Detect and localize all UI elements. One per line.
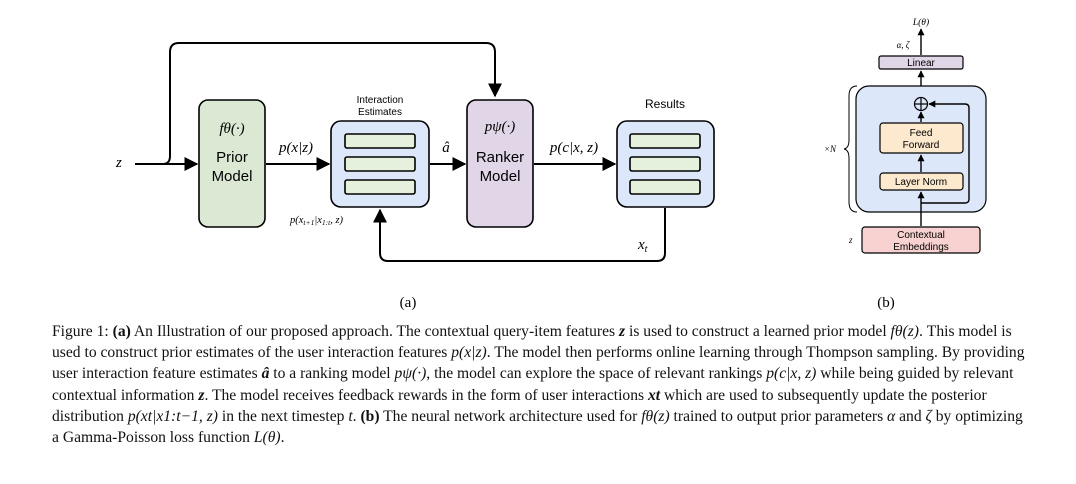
z-input-label: z xyxy=(115,155,122,171)
caption-text: . The model then performs online learnin… xyxy=(52,344,1025,383)
layer-norm-label: Layer Norm xyxy=(895,177,947,188)
caption-text: which are used to subsequently update th… xyxy=(52,386,987,425)
contextual-embeddings-box xyxy=(861,226,981,254)
result-row-1 xyxy=(629,133,701,149)
p-x-given-z-label: p(x|z) xyxy=(278,140,313,156)
caption-var: ζ xyxy=(925,407,932,425)
caption-text: to a ranking model xyxy=(269,365,395,383)
linear-label: Linear xyxy=(907,58,935,69)
caption-text: by optimizing a Gamma-Poisson loss funct… xyxy=(52,407,1023,447)
estimate-row-1 xyxy=(344,133,416,149)
caption-var: pψ(·) xyxy=(394,365,427,383)
caption-text: trained to output prior parameters xyxy=(669,407,888,425)
ranker-label-line2: Model xyxy=(480,168,521,185)
caption-var: â xyxy=(261,365,270,383)
repeat-brace xyxy=(843,85,858,213)
caption-var: xt xyxy=(647,386,661,404)
caption-text: , the model can explore the space of rel… xyxy=(426,365,767,383)
figure-diagram: z fθ(·) Prior Model p(x|z) Interaction E… xyxy=(115,17,987,311)
panel-b: L(θ) α, ζ Linear ×N Feed Forward Layer N… xyxy=(824,17,987,311)
a-hat-label: â xyxy=(442,140,450,156)
caption-text: . This model is used to construct prior … xyxy=(52,323,1012,362)
caption-var: p(xt|x1:t−1, z) xyxy=(127,407,218,425)
params-label: α, ζ xyxy=(897,40,911,50)
ranker-model-box xyxy=(466,99,534,228)
ranker-label-line1: Ranker xyxy=(476,149,524,166)
result-row-3 xyxy=(629,179,701,195)
caption-var: p(x|z) xyxy=(451,344,487,362)
caption-text: while being guided by relevant contextua… xyxy=(52,365,1014,404)
linear-box xyxy=(878,55,964,70)
z-input-label-b: z xyxy=(848,235,853,245)
caption-text: . The model receives feedback rewards in… xyxy=(204,386,648,404)
x-t-label: xt xyxy=(637,237,648,255)
caption-text: in the next timestep xyxy=(217,407,349,425)
caption-fig-label: Figure 1: xyxy=(52,323,109,340)
ctx-line2: Embeddings xyxy=(893,242,949,253)
interaction-label-line1: Interaction xyxy=(357,95,404,106)
caption-var: p(c|x, z) xyxy=(766,365,817,383)
caption-var: z xyxy=(619,323,626,340)
layer-norm-box xyxy=(879,172,964,191)
caption-text: is used to construct a learned prior mod… xyxy=(625,323,891,340)
estimate-row-3 xyxy=(344,179,416,195)
caption-b-tag: (b) xyxy=(360,407,380,425)
ranker-fn-label: pψ(·) xyxy=(484,119,516,135)
feed-forward-line2: Forward xyxy=(903,140,940,151)
feed-forward-line1: Feed xyxy=(910,128,933,139)
p-c-given-xz-label: p(c|x, z) xyxy=(549,140,598,156)
caption-text: . xyxy=(352,407,361,425)
prior-fn-label: fθ(·) xyxy=(219,121,244,137)
feed-forward-box xyxy=(879,122,964,154)
panel-a-label: (a) xyxy=(400,295,417,311)
ctx-line1: Contextual xyxy=(897,230,945,241)
caption-text: The neural network architecture used for xyxy=(379,407,642,425)
bypass-arrow xyxy=(150,42,502,165)
caption-var: L(θ) xyxy=(253,429,281,447)
caption-var: t xyxy=(348,407,353,425)
posterior-label: p(xt+1|x1:t, z) xyxy=(289,215,344,227)
result-row-2 xyxy=(629,156,701,172)
interaction-label-line2: Estimates xyxy=(358,107,402,118)
loss-label: L(θ) xyxy=(912,17,929,28)
caption-a-tag: (a) xyxy=(112,323,131,340)
panel-b-label: (b) xyxy=(877,295,895,311)
prior-model-box xyxy=(198,99,266,228)
prior-label-line2: Model xyxy=(212,168,253,185)
results-label: Results xyxy=(645,97,685,111)
caption-text: and xyxy=(895,407,926,425)
repeat-label: ×N xyxy=(824,144,837,154)
feedback-arrow xyxy=(373,208,666,262)
residual-skip-arrow xyxy=(921,100,970,204)
caption-var: fθ(z) xyxy=(890,323,919,340)
prior-label-line1: Prior xyxy=(216,149,248,166)
caption-var: z xyxy=(198,386,205,404)
panel-a: z fθ(·) Prior Model p(x|z) Interaction E… xyxy=(115,42,715,311)
figure-caption: Figure 1: (a) An Illustration of our pro… xyxy=(52,321,1027,448)
caption-var: fθ(z) xyxy=(641,407,670,425)
caption-text: . xyxy=(280,429,285,447)
caption-text: An Illustration of our proposed approach… xyxy=(130,323,620,340)
caption-var: α xyxy=(887,407,896,425)
estimate-row-2 xyxy=(344,156,416,172)
